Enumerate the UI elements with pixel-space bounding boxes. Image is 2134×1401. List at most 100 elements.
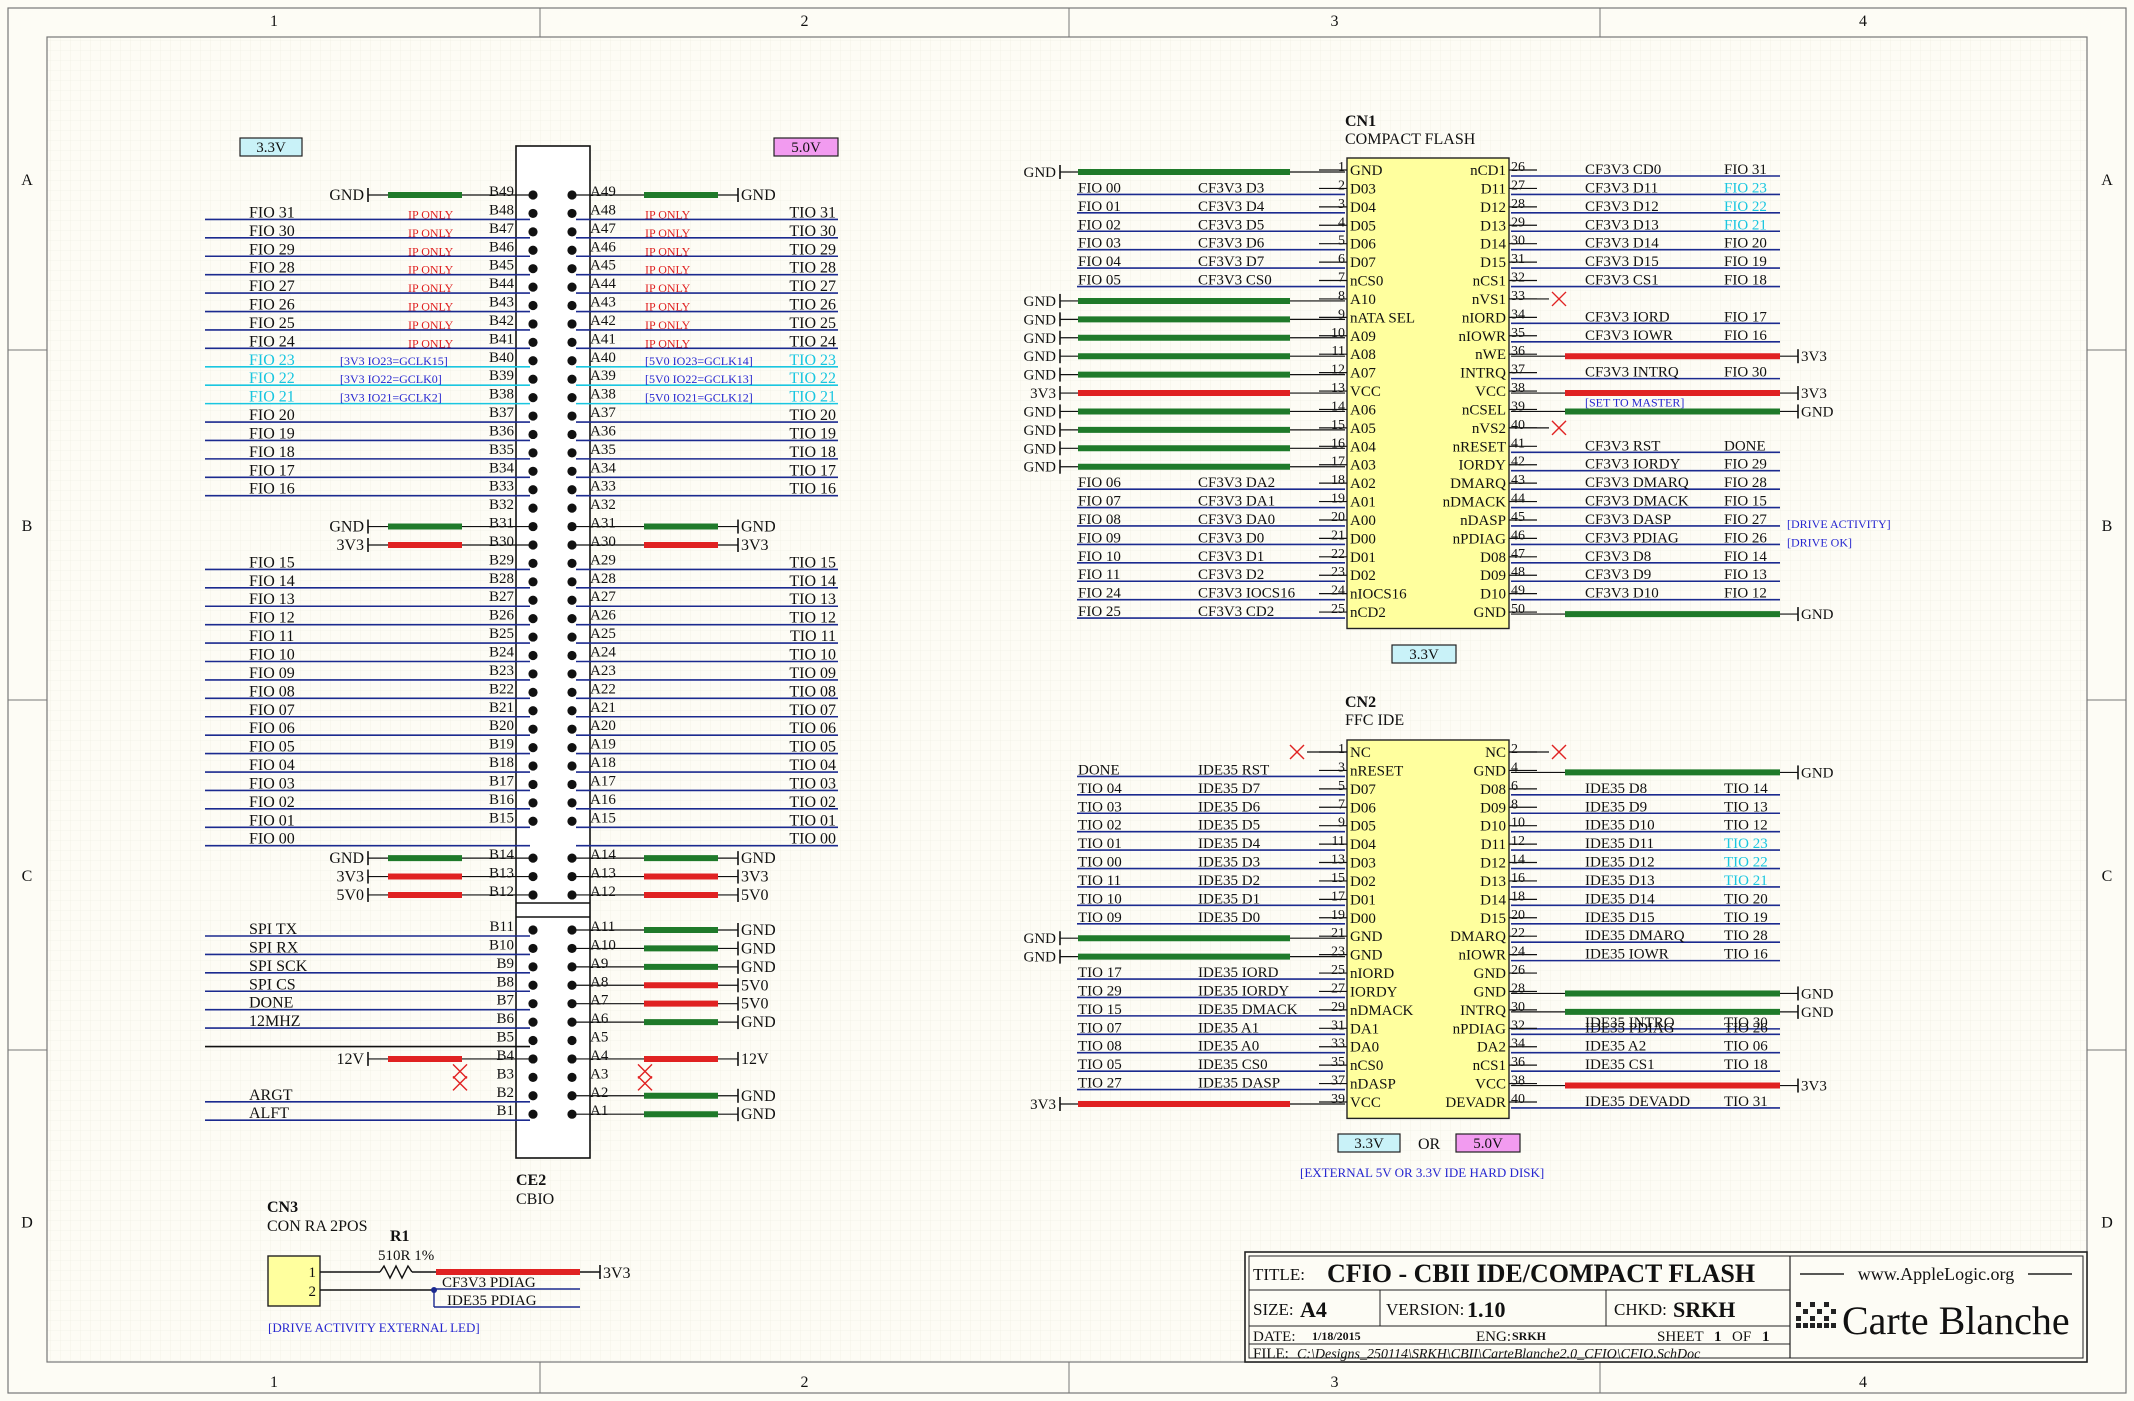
pin-dot	[528, 1054, 538, 1064]
power-net-label: GND	[1024, 423, 1057, 439]
signal-label: CF3V3 D10	[1585, 586, 1659, 602]
net-label: FIO 28	[249, 260, 295, 277]
pin-number: B16	[489, 792, 515, 808]
zone-col-top: 2	[801, 13, 809, 30]
pin-dot	[567, 521, 577, 532]
pin-name: nDASP	[1350, 1077, 1396, 1093]
junction-dot	[431, 1287, 437, 1293]
power-net-label: GND	[1801, 607, 1834, 623]
pin-name: D11	[1481, 837, 1506, 853]
pin-name: nCS0	[1350, 274, 1383, 290]
power-net-label: GND	[741, 1106, 776, 1123]
pin-dot	[567, 1035, 577, 1046]
cn2-power-tag-33	[1337, 1133, 1401, 1153]
signal-label: IDE35 D13	[1585, 873, 1655, 889]
pin-dot	[567, 761, 577, 771]
pin-number: 15	[1331, 871, 1345, 886]
tb-date-label: DATE:	[1253, 1329, 1296, 1345]
pin-dot	[528, 300, 538, 311]
power-net-label: 12V	[336, 1051, 364, 1068]
net-label: FIO 22	[249, 370, 295, 387]
logo-site: www.AppleLogic.org	[1858, 1264, 2014, 1284]
pin-name: VCC	[1350, 384, 1381, 400]
cn2-power-tag-50-label: 5.0V	[1473, 1136, 1503, 1152]
pin-dot	[528, 761, 538, 771]
pin-name: D01	[1350, 892, 1376, 908]
pin-dot	[528, 503, 538, 513]
ic-body	[1346, 157, 1510, 630]
pin-dot	[528, 485, 538, 495]
pin-name: nDMACK	[1443, 495, 1507, 511]
logo-pixel	[1810, 1323, 1815, 1328]
logo-pixel	[1817, 1323, 1822, 1328]
pin-number: B19	[489, 737, 514, 753]
signal-label: IDE35 D4	[1198, 836, 1261, 852]
pin-dot	[567, 1091, 577, 1101]
pin-number: B30	[489, 534, 514, 550]
logo-pixel	[1824, 1323, 1829, 1328]
zone-row-left: D	[21, 1215, 33, 1232]
pin-name: IORDY	[1459, 458, 1507, 474]
pin-dot	[567, 264, 577, 274]
pin-name: DMARQ	[1450, 476, 1506, 492]
net-label: TIO 16	[789, 481, 836, 498]
pin-dot	[567, 356, 577, 366]
tb-title-label: TITLE:	[1253, 1265, 1305, 1284]
pin-name: GND	[1350, 929, 1383, 945]
net-label: FIO 27	[1724, 512, 1767, 528]
gclk-note: [3V3 IO23=GCLK15]	[340, 354, 448, 368]
pin-dot	[567, 595, 577, 605]
pin-number: A10	[590, 937, 616, 953]
power-net-label: GND	[741, 1088, 776, 1105]
signal-label: CF3V3 D15	[1585, 254, 1659, 270]
net-label: FIO 16	[249, 481, 295, 498]
pin-number: B41	[489, 331, 514, 347]
power-net-label: 3V3	[603, 1265, 631, 1282]
pin-number: B23	[489, 663, 514, 679]
pin-number: 29	[1511, 215, 1525, 230]
logo-pixel	[1831, 1309, 1836, 1314]
pin-number: 8	[1338, 289, 1345, 304]
net-label: FIO 18	[1724, 273, 1767, 289]
signal-label: CF3V3 DMARQ	[1585, 475, 1689, 491]
power-net-label: GND	[741, 959, 776, 976]
gclk-note: [5V0 IO22=GCLK13]	[645, 372, 753, 386]
net-label: TIO 09	[789, 665, 836, 682]
net-label: FIO 01	[1078, 199, 1121, 215]
ip-only-note: IP ONLY	[645, 281, 691, 295]
power-net-label: GND	[1024, 312, 1057, 328]
signal-label: IDE35 D15	[1585, 910, 1655, 926]
pin-dot	[567, 1072, 577, 1082]
logo-pixel	[1824, 1316, 1829, 1321]
pin-dot	[528, 558, 538, 569]
signal-label: IDE35 D7	[1198, 781, 1261, 797]
logo-pixel	[1810, 1316, 1815, 1321]
net-label: FIO 00	[249, 831, 295, 848]
pin-number: A1	[590, 1103, 608, 1119]
net-label: TIO 27	[1078, 1076, 1122, 1092]
net-label: DONE	[1078, 762, 1120, 778]
signal-label: CF3V3 CD2	[1198, 604, 1274, 620]
cn3-designator: CN3	[267, 1199, 298, 1216]
power-net-label: GND	[1801, 1005, 1834, 1021]
ip-only-note: IP ONLY	[645, 263, 691, 277]
pin-number: A39	[590, 368, 616, 384]
tb-chkd-label: CHKD:	[1614, 1300, 1667, 1319]
net-label: FIO 29	[1724, 457, 1767, 473]
tb-file: C:\Designs_250114\SRKH\CBII\CarteBlanche…	[1297, 1347, 1701, 1362]
pin-dot	[528, 614, 538, 624]
pin-number: A16	[590, 792, 616, 808]
pin-number: 26	[1511, 160, 1525, 175]
pin-dot	[567, 300, 577, 311]
pin-number: 22	[1331, 547, 1345, 562]
pin-dot	[567, 925, 577, 935]
pin-dot	[528, 632, 538, 642]
pin-dot	[567, 319, 577, 329]
pin-name: D08	[1480, 782, 1506, 798]
pin-dot	[567, 632, 577, 642]
power-net-label: GND	[1801, 404, 1834, 420]
pin-dot	[567, 448, 577, 458]
pin-number: A33	[590, 479, 616, 495]
pin-name: GND	[1474, 966, 1507, 982]
net-label: FIO 20	[249, 407, 295, 424]
